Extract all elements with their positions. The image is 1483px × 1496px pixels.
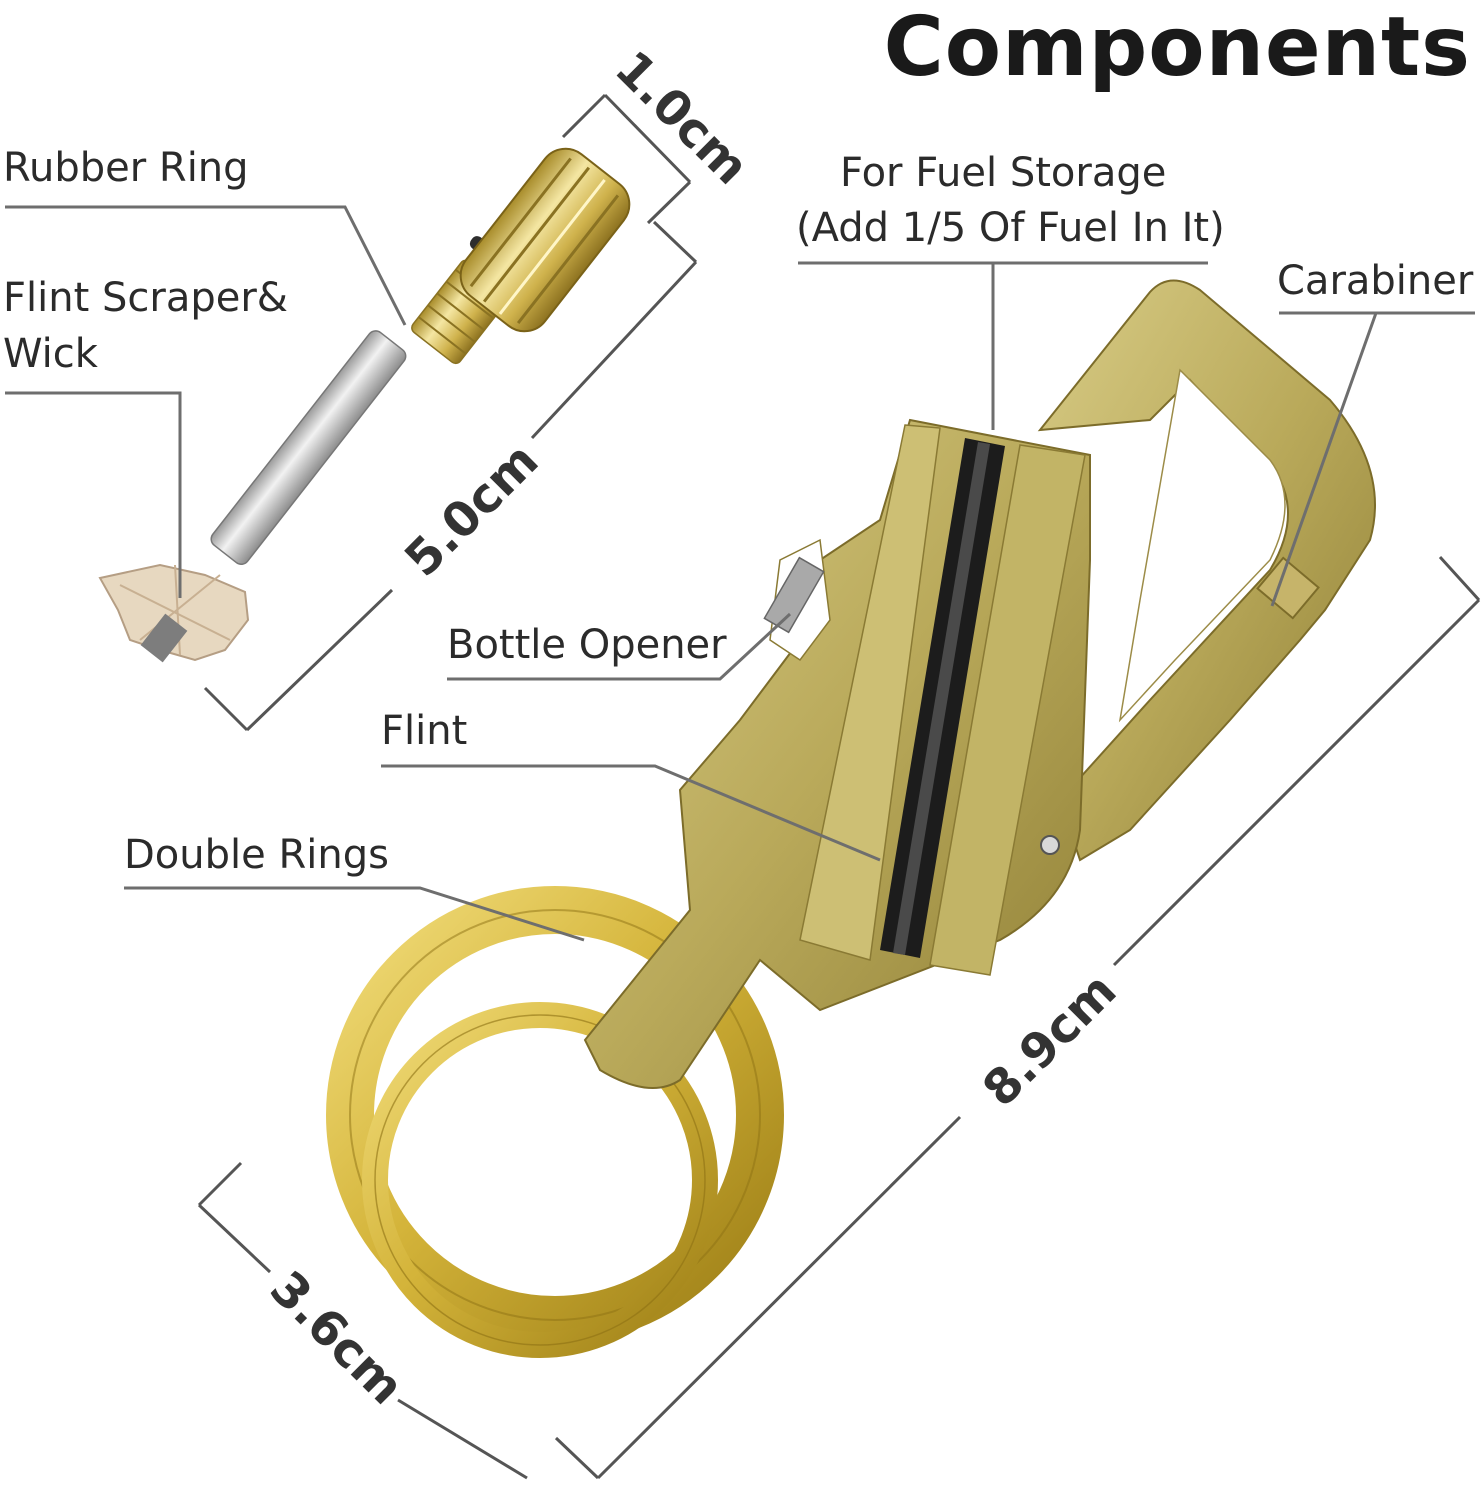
bracket-cap-width-b	[603, 93, 692, 184]
dimension-brackets	[197, 93, 1481, 1480]
label-fuel-storage-line1: For Fuel Storage	[840, 150, 1167, 196]
steel-tube	[210, 330, 407, 566]
knurled-cap	[459, 147, 631, 333]
bracket-ring-a	[197, 1161, 243, 1207]
leader-rubber-ring	[5, 205, 407, 326]
label-bottle-opener: Bottle Opener	[447, 622, 727, 668]
bracket-insert-d	[203, 686, 249, 732]
bracket-insert-a	[652, 220, 698, 264]
bracket-body-a	[1438, 555, 1481, 602]
bracket-cap-width-c	[646, 180, 692, 225]
label-rubber-ring: Rubber Ring	[3, 145, 249, 191]
bracket-body-d	[554, 1436, 600, 1480]
leader-carabiner	[1270, 312, 1378, 607]
bracket-body-c	[596, 1115, 962, 1480]
bracket-body-b	[1112, 598, 1481, 967]
carabiner	[1037, 279, 1376, 862]
bracket-insert-c	[245, 588, 394, 732]
label-carabiner: Carabiner	[1277, 258, 1474, 304]
leader-flint	[381, 764, 881, 862]
page-title: Components	[883, 0, 1471, 95]
bracket-cap-width-a	[561, 93, 607, 139]
label-fuel-storage-line2: (Add 1/5 Of Fuel In It)	[796, 205, 1225, 251]
main-body	[583, 418, 1091, 1089]
bracket-insert-b	[530, 260, 698, 440]
insert-assembly	[98, 147, 631, 663]
wick-fibres	[98, 563, 250, 663]
label-double-rings: Double Rings	[124, 832, 389, 878]
label-flint: Flint	[381, 708, 468, 754]
label-flint-scraper-line1: Flint Scraper&	[3, 275, 288, 321]
bracket-ring-b	[197, 1203, 272, 1274]
leader-lines	[5, 205, 1475, 942]
bracket-ring-c	[397, 1398, 528, 1480]
label-flint-scraper-line2: Wick	[3, 331, 98, 377]
leader-flint-scraper	[5, 391, 182, 598]
leader-double-rings	[124, 886, 585, 942]
double-rings	[326, 886, 784, 1358]
leader-bottle-opener	[447, 612, 792, 681]
